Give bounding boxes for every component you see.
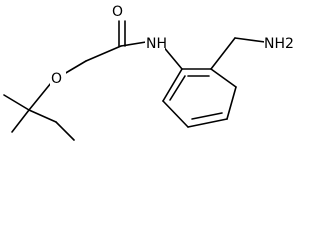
atom-labels: O NH O NH2 (50, 0, 294, 87)
ring-bond-6 (162, 68, 183, 102)
ring-bond-4 (187, 118, 228, 128)
bond-methyl1-quat (3, 94, 30, 111)
ring-inner-3 (169, 75, 186, 101)
bond-quat-ether-o (28, 82, 52, 111)
ring-inner-2 (191, 112, 223, 120)
ether-oxygen-label: O (51, 71, 62, 87)
bond-ring-ch2 (210, 37, 236, 70)
molecule-drawing: O NH O NH2 (3, 0, 294, 141)
bond-ether-o-ch2 (63, 60, 87, 75)
ring-bond-3 (226, 86, 237, 120)
bond-quat-ch2 (28, 109, 57, 123)
bond-ch2-ch3 (55, 121, 75, 141)
bond-ch2-carbonyl (85, 45, 122, 62)
bonds (3, 20, 266, 141)
bond-ch2-nh2 (234, 37, 266, 43)
carbonyl-oxygen-label: O (112, 4, 123, 20)
structure-diagram: O NH O NH2 (3, 0, 294, 141)
bond-nh-ring (161, 44, 183, 70)
bond-carbonyl-nh (120, 41, 147, 47)
amine-label: NH2 (264, 36, 294, 52)
amide-nitrogen-label: NH (146, 36, 167, 52)
ring-bond-2 (210, 68, 237, 88)
ring-bond-5 (162, 100, 189, 128)
bond-methyl2-quat (11, 109, 30, 133)
